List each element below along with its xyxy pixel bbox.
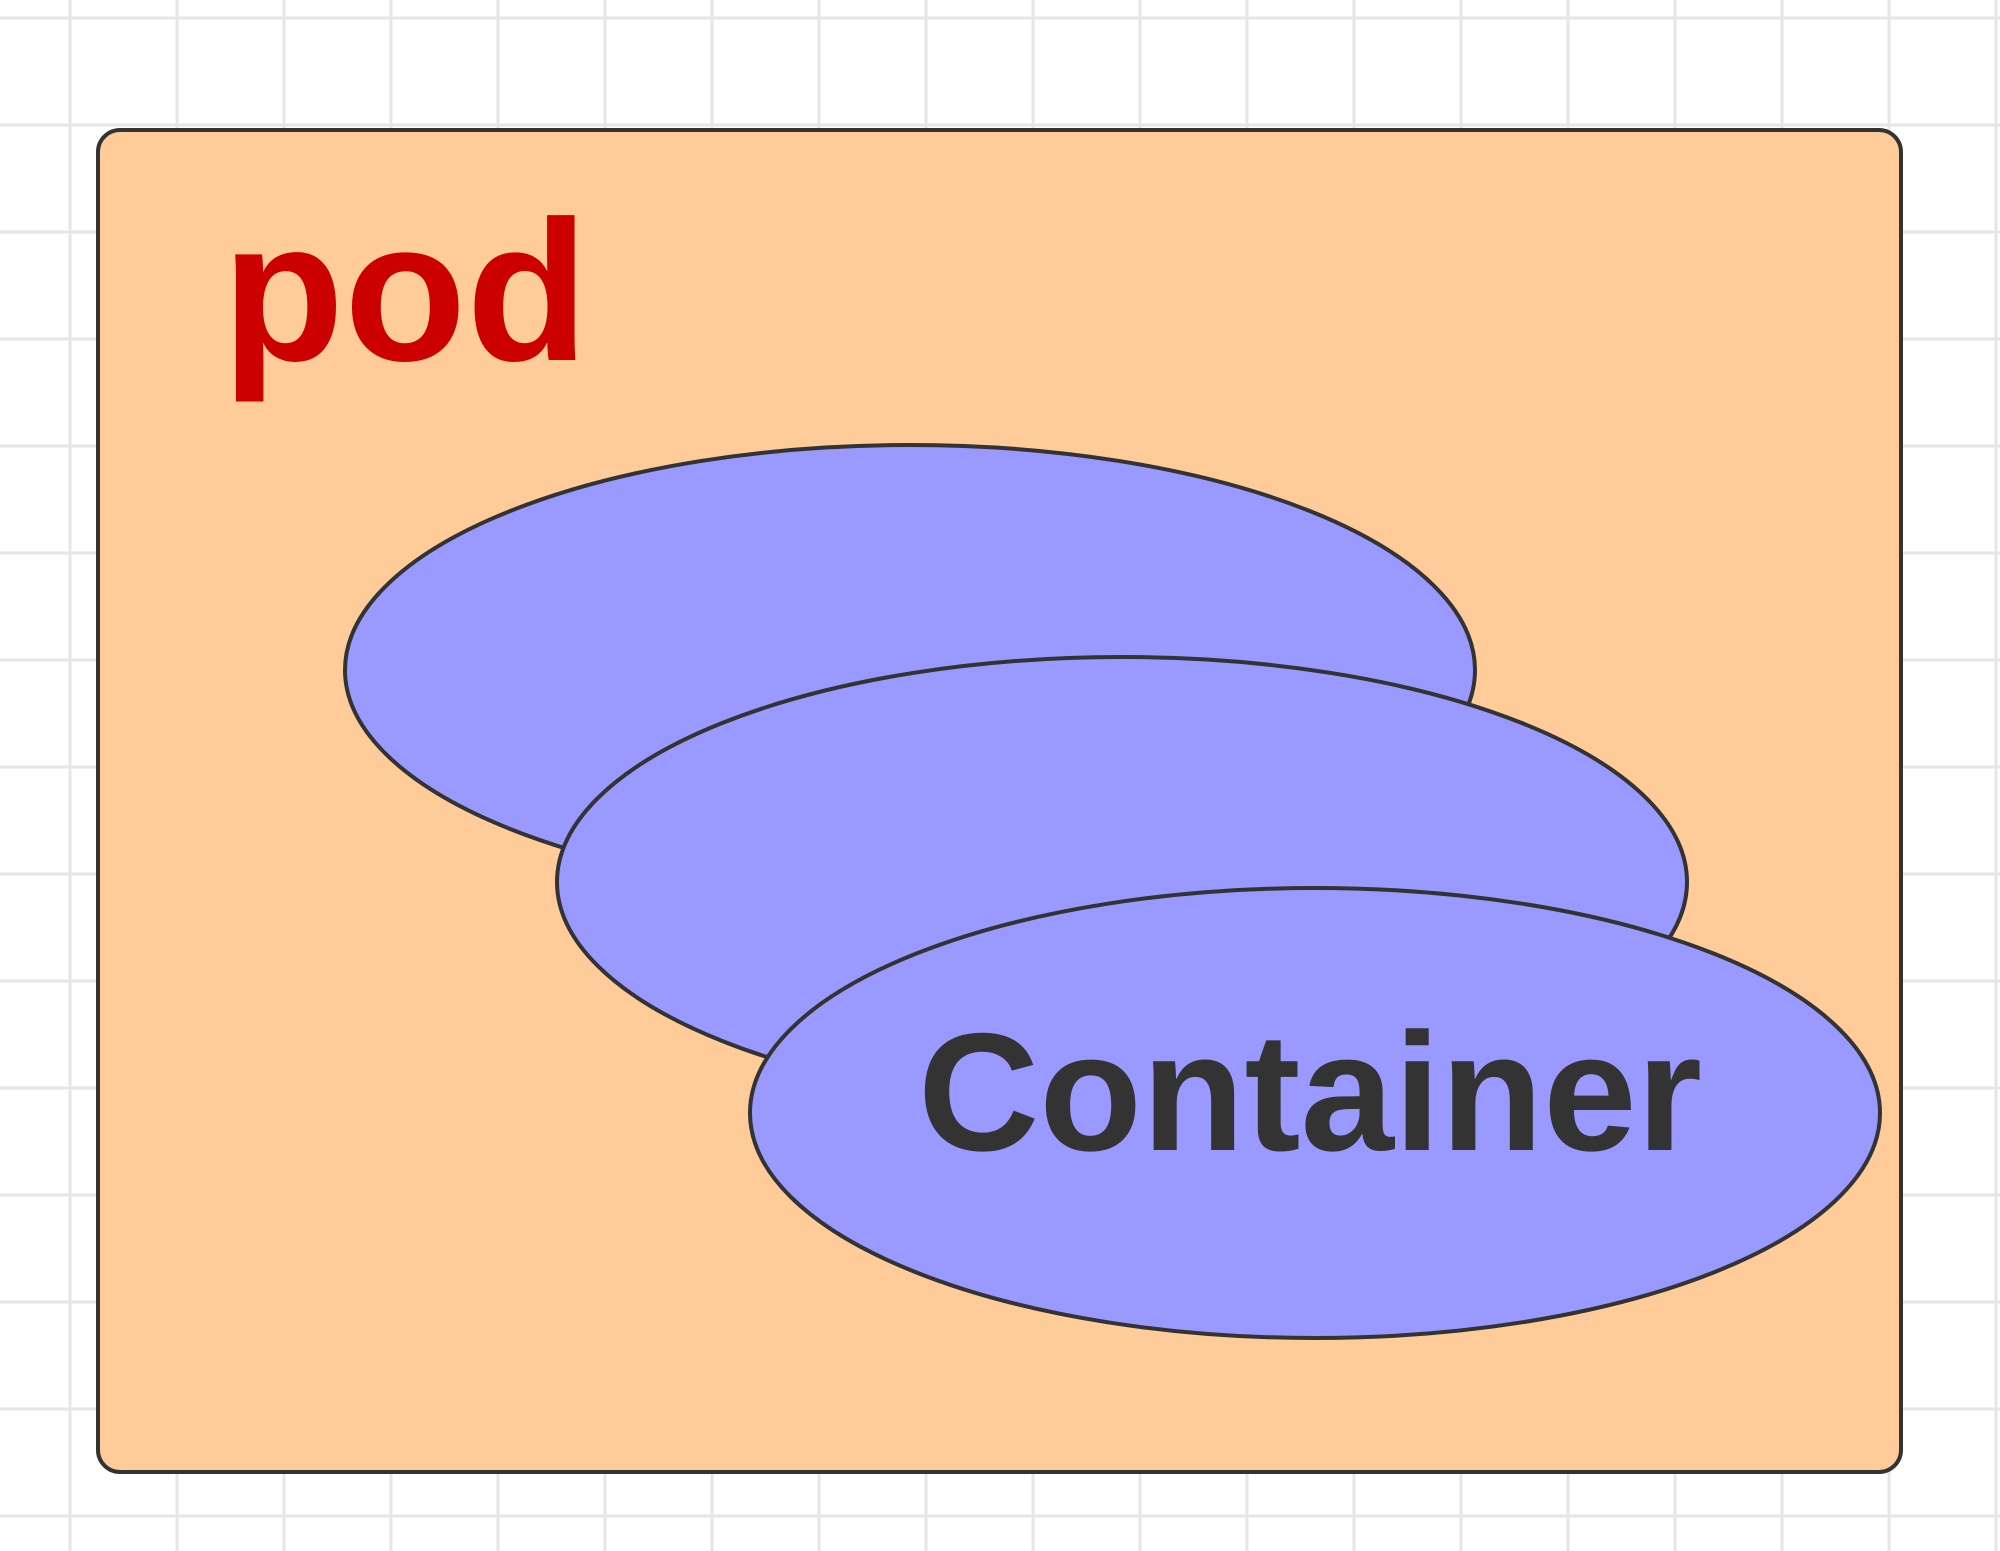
pod-label: pod xyxy=(222,180,589,403)
container-label: Container xyxy=(918,998,1702,1186)
container-shape-front[interactable]: Container xyxy=(748,886,1882,1340)
container-ellipse-front[interactable] xyxy=(748,886,1882,1340)
